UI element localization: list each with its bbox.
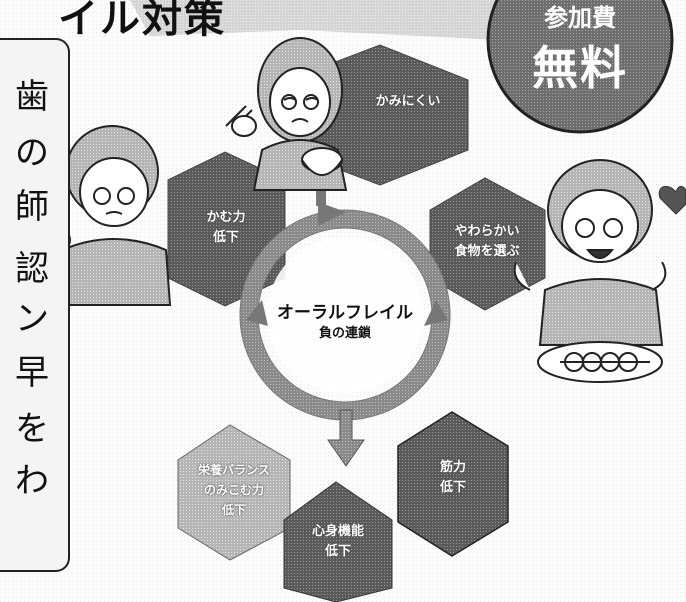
hex-shinshin: [283, 481, 393, 602]
hex-kinryoku: [397, 411, 509, 557]
hex-yawarakai-text: やわらかい 食物を選ぶ: [454, 224, 520, 259]
cycle-title: オーラルフレイル: [277, 303, 413, 323]
cycle-subtitle: 負の連鎖: [318, 326, 371, 341]
hex-kinryoku-text: 筋力 低下: [439, 460, 466, 495]
hex-shinshin-text: 心身機能 低下: [311, 524, 364, 559]
side-char: の: [15, 133, 49, 173]
side-text-panel: 歯 の 師 認 ン 早 を わ: [0, 38, 70, 572]
hex-eiyou-text: 栄養バランス のみこむ力 低下: [198, 463, 270, 517]
side-char: 早: [15, 353, 49, 393]
brush-band: [130, 0, 520, 40]
side-char: 認: [15, 249, 49, 289]
fee-badge-circle: [486, 0, 674, 134]
hex-kaminikui-text: かみにくい: [375, 94, 441, 109]
heart-icon: [658, 185, 686, 215]
woman-eating-illustration: [225, 37, 348, 191]
fee-label: 参加費: [544, 4, 616, 32]
woman-happy-illustration: [513, 159, 667, 383]
side-char: わ: [15, 461, 49, 501]
side-char: を: [15, 409, 49, 449]
page-title-fragment: イル対策: [58, 0, 226, 42]
fee-value: 無料: [532, 41, 628, 95]
down-arrow-icon: [327, 409, 365, 467]
cycle-arrow-left: [246, 300, 268, 326]
side-char: ン: [15, 299, 49, 339]
side-char: 師: [15, 187, 49, 227]
cycle-arrow-right: [424, 300, 448, 326]
side-char: 歯: [15, 77, 49, 117]
cycle-arrow-top: [318, 202, 346, 226]
hex-kamu-text: かむ力 低下: [206, 210, 246, 245]
